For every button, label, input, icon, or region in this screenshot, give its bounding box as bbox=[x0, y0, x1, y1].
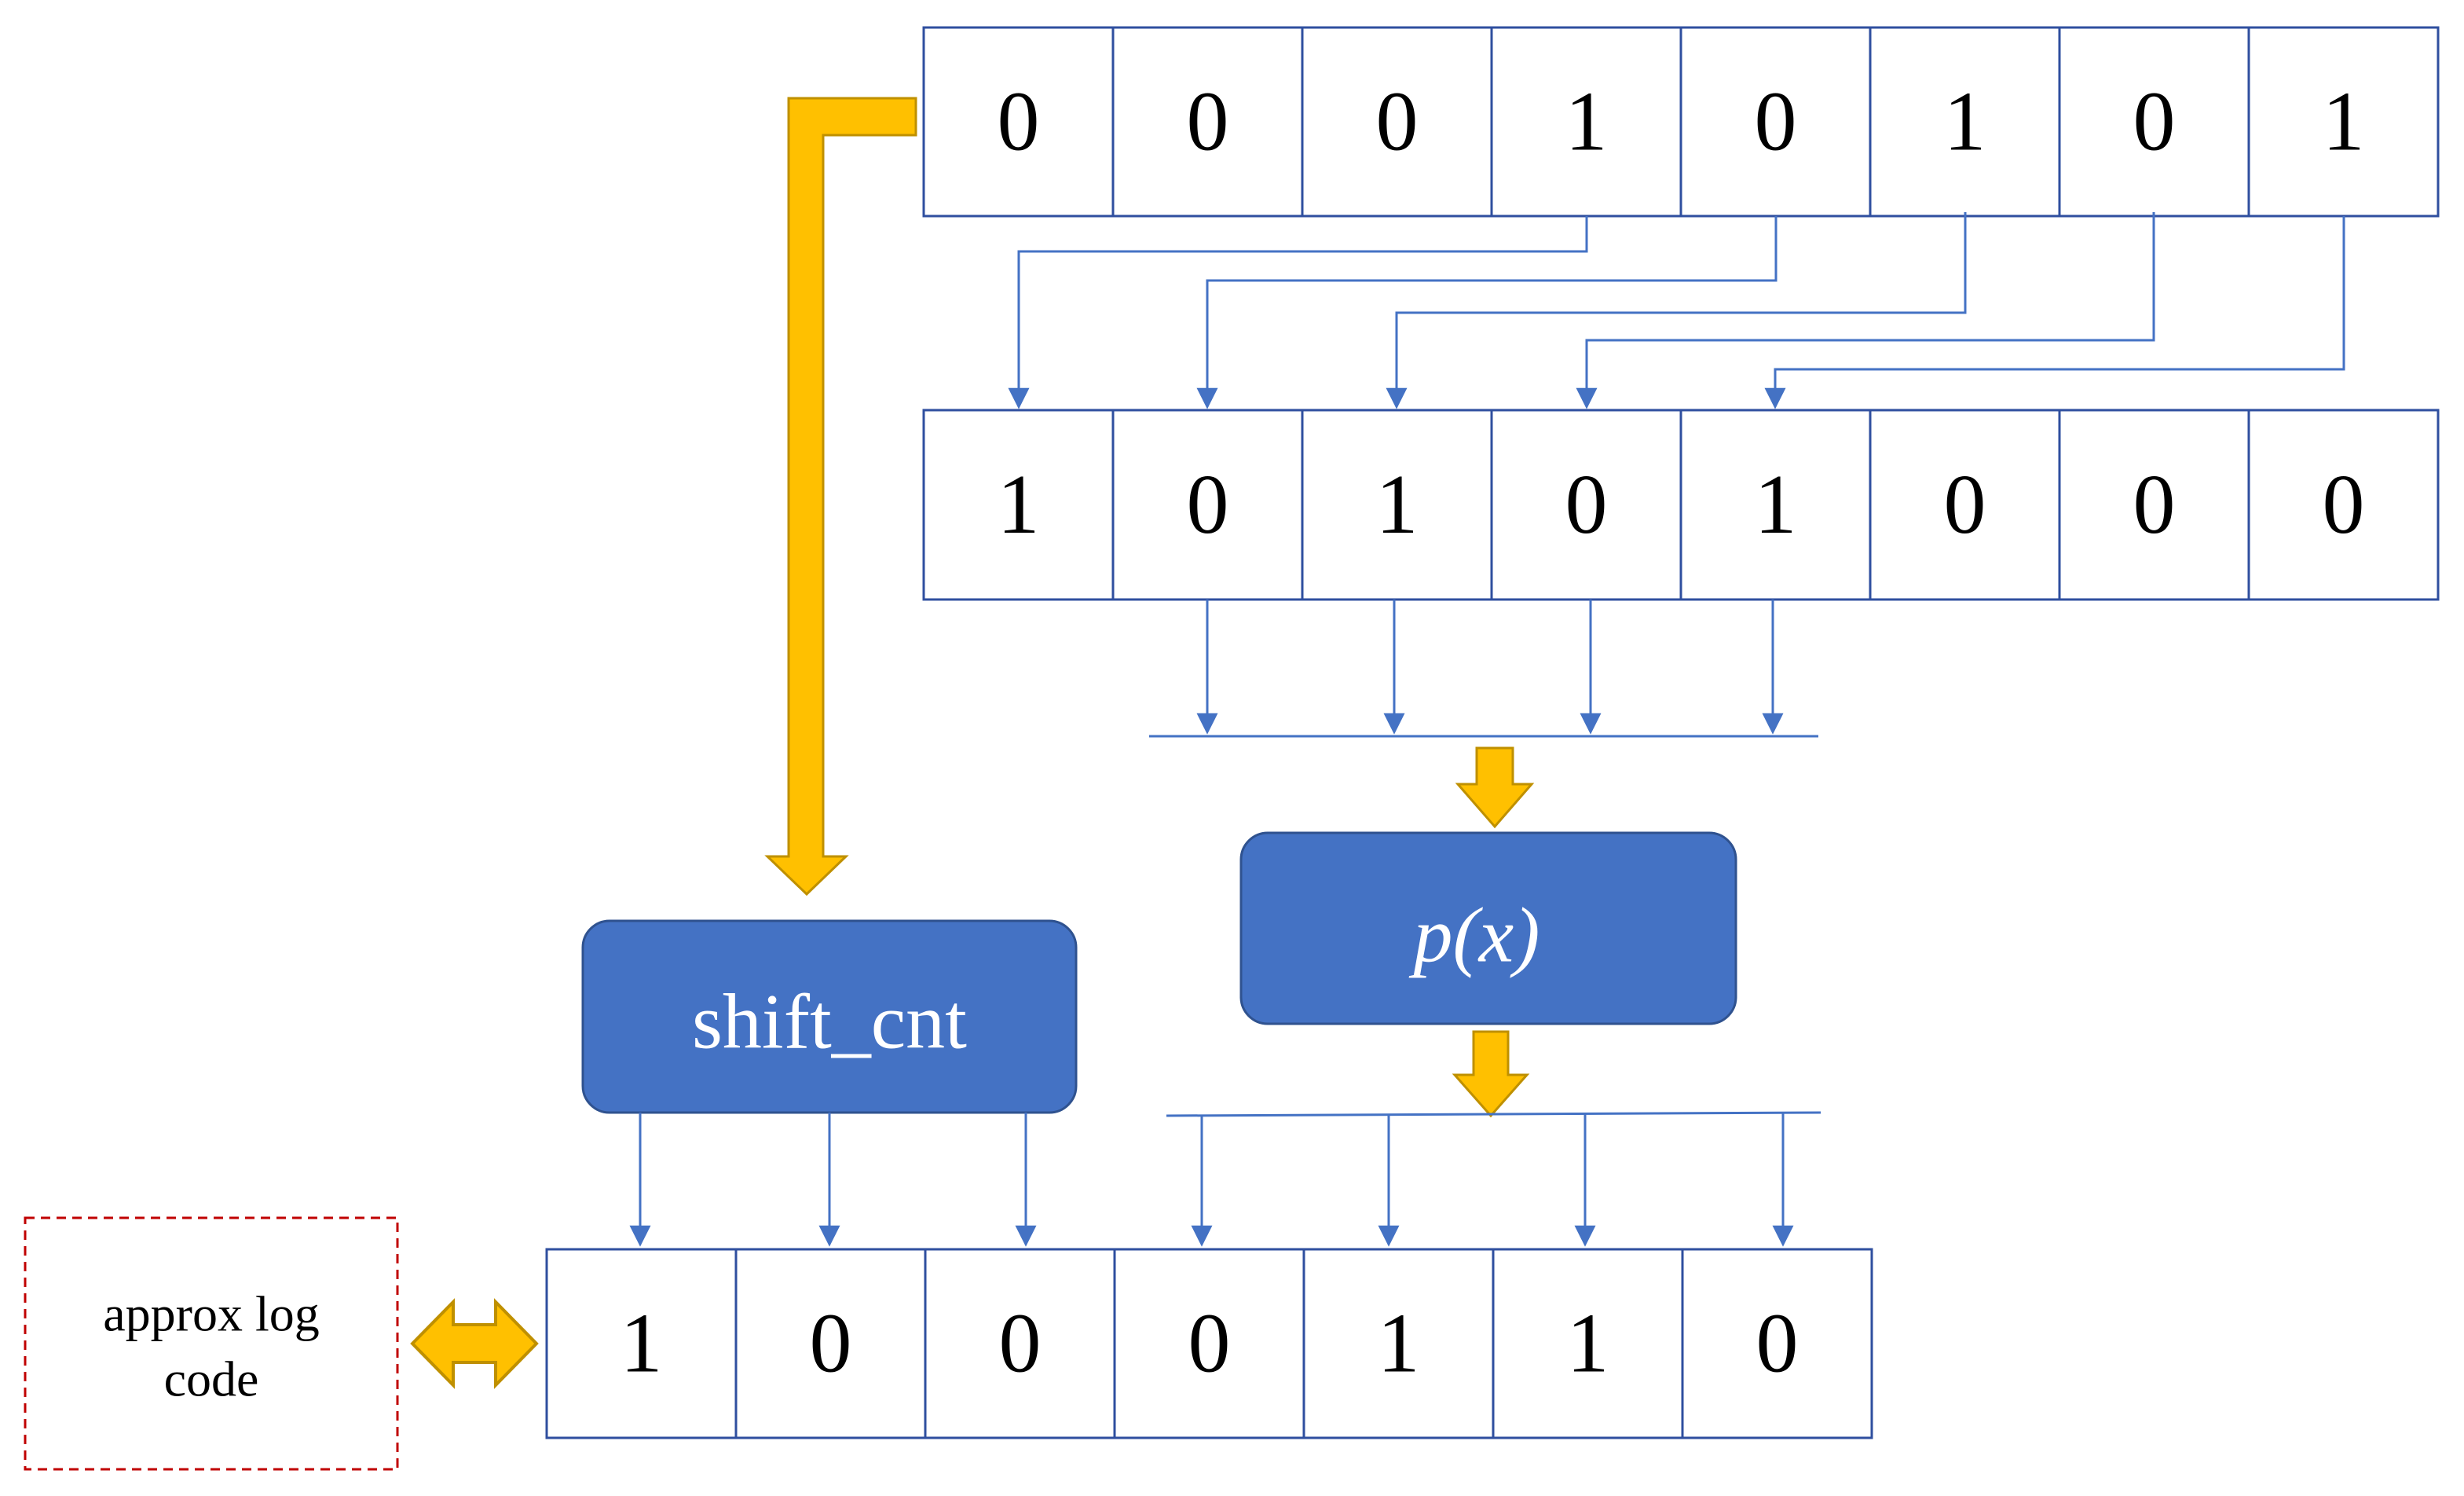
input-bit-value: 0 bbox=[1755, 75, 1797, 169]
input-bit-cell: 0 bbox=[922, 26, 1115, 218]
output-bit-value: 0 bbox=[1756, 1297, 1799, 1391]
normalized-bit-cell: 0 bbox=[1869, 409, 2061, 601]
input-bit-cell: 1 bbox=[1490, 26, 1682, 218]
input-bit-cell: 0 bbox=[1111, 26, 1304, 218]
poly-output-arrow bbox=[1452, 1030, 1530, 1118]
normalized-bit-value: 1 bbox=[1376, 458, 1419, 552]
poly-output-bus bbox=[1166, 1111, 1821, 1117]
normalized-bit-cell: 0 bbox=[1111, 409, 1304, 601]
input-register: 0 0 0 1 0 1 0 1 bbox=[922, 26, 2440, 218]
mantissa-wires bbox=[1149, 600, 1818, 738]
output-bit-cell: 0 bbox=[1681, 1248, 1873, 1439]
poly-output-wires bbox=[1166, 1111, 1821, 1247]
output-bit-cell: 1 bbox=[1492, 1248, 1684, 1439]
normalized-bit-value: 0 bbox=[1944, 458, 1986, 552]
input-bit-value: 1 bbox=[2323, 75, 2365, 169]
input-bit-value: 0 bbox=[1376, 75, 1419, 169]
input-bit-value: 1 bbox=[1944, 75, 1986, 169]
input-bit-value: 0 bbox=[998, 75, 1040, 169]
normalized-bit-value: 0 bbox=[2323, 458, 2365, 552]
shift-wire bbox=[1764, 216, 2345, 409]
output-bit-value: 0 bbox=[1188, 1297, 1231, 1391]
output-bit-value: 1 bbox=[1567, 1297, 1609, 1391]
note-line: code bbox=[164, 1351, 259, 1407]
input-bit-value: 1 bbox=[1565, 75, 1608, 169]
normalized-register: 1 0 1 0 1 0 0 0 bbox=[922, 409, 2440, 601]
poly-block: p(x) bbox=[1239, 831, 1737, 1025]
normalized-bit-cell: 0 bbox=[2058, 409, 2250, 601]
poly-label: p(x) bbox=[1409, 892, 1540, 979]
equivalence-double-arrow bbox=[410, 1298, 539, 1389]
output-bit-value: 0 bbox=[810, 1297, 852, 1391]
normalized-bit-value: 0 bbox=[1565, 458, 1608, 552]
input-bit-cell: 1 bbox=[2247, 26, 2440, 218]
input-bit-value: 0 bbox=[1187, 75, 1229, 169]
note-line: approx log bbox=[103, 1286, 320, 1342]
shift-wire bbox=[1386, 212, 1967, 409]
normalized-bit-cell: 1 bbox=[922, 409, 1115, 601]
poly-input-arrow bbox=[1455, 746, 1535, 829]
approx-log-code-note: approx log code bbox=[24, 1216, 399, 1471]
output-bit-value: 1 bbox=[621, 1297, 663, 1391]
output-bit-cell: 1 bbox=[1302, 1248, 1495, 1439]
input-bit-cell: 0 bbox=[1679, 26, 1872, 218]
input-bit-cell: 1 bbox=[1869, 26, 2061, 218]
normalized-bit-cell: 1 bbox=[1301, 409, 1493, 601]
shift-wire bbox=[1008, 216, 1588, 409]
shift-count-arrow bbox=[764, 97, 917, 896]
input-bit-cell: 0 bbox=[1301, 26, 1493, 218]
shift-wire bbox=[1576, 212, 2155, 409]
normalized-bit-value: 0 bbox=[1187, 458, 1229, 552]
normalized-bit-value: 1 bbox=[998, 458, 1040, 552]
shift-output-wires bbox=[629, 1113, 1037, 1247]
normalized-bit-cell: 0 bbox=[1490, 409, 1682, 601]
shift-count-label: shift_cnt bbox=[692, 978, 967, 1065]
input-bit-value: 0 bbox=[2133, 75, 2176, 169]
output-bit-cell: 0 bbox=[924, 1248, 1116, 1439]
output-bit-cell: 0 bbox=[1113, 1248, 1305, 1439]
output-register: 1 0 0 0 1 1 0 bbox=[545, 1248, 1873, 1439]
output-bit-value: 1 bbox=[1378, 1297, 1420, 1391]
shift-count-block: shift_cnt bbox=[581, 919, 1078, 1114]
normalized-bit-value: 1 bbox=[1755, 458, 1797, 552]
input-bit-cell: 0 bbox=[2058, 26, 2250, 218]
output-bit-cell: 1 bbox=[545, 1248, 738, 1439]
output-bit-value: 0 bbox=[999, 1297, 1042, 1391]
shift-wires bbox=[1008, 212, 2345, 409]
normalized-bit-cell: 0 bbox=[2247, 409, 2440, 601]
shift-wire bbox=[1196, 216, 1778, 409]
normalized-bit-cell: 1 bbox=[1679, 409, 1872, 601]
normalized-bit-value: 0 bbox=[2133, 458, 2176, 552]
output-bit-cell: 0 bbox=[734, 1248, 927, 1439]
